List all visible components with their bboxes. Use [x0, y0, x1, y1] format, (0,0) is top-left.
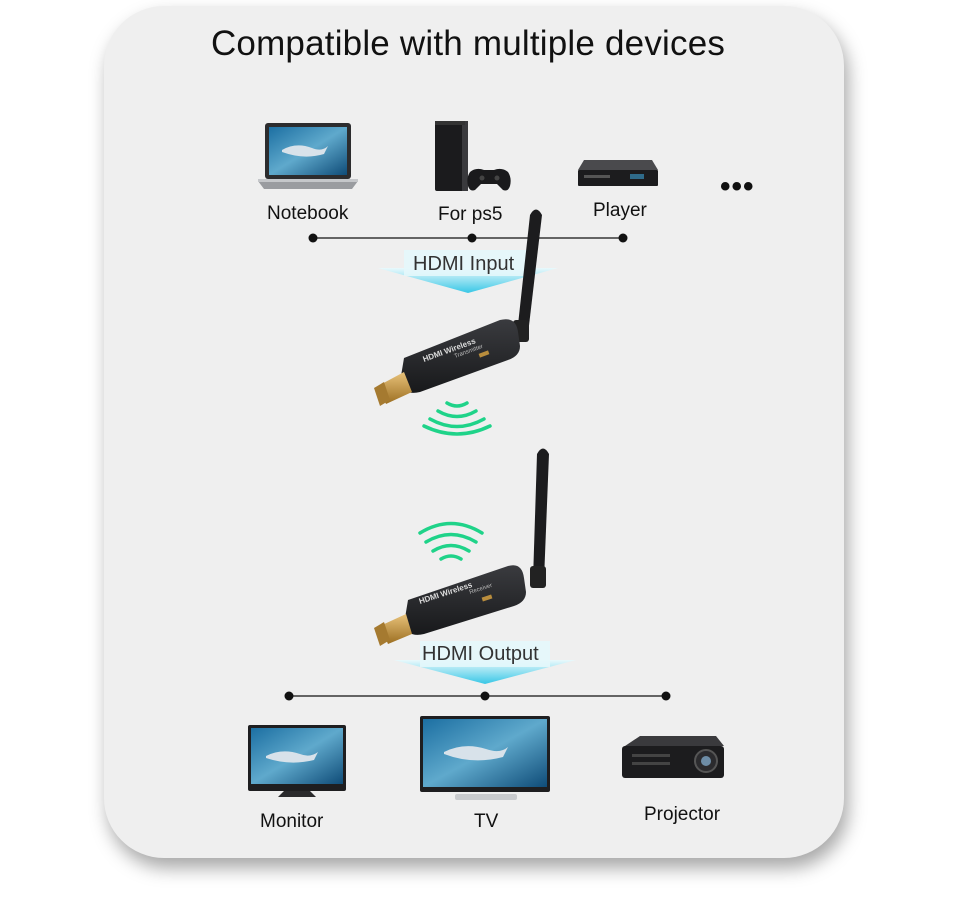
- tv-icon: [420, 716, 550, 800]
- device-label-monitor: Monitor: [260, 811, 324, 832]
- device-label-ps5: For ps5: [438, 204, 503, 225]
- hdmi-input-label: HDMI Input: [413, 253, 515, 275]
- device-label-tv: TV: [474, 811, 499, 832]
- game-console-icon: [435, 121, 511, 191]
- laptop-icon: [258, 123, 358, 189]
- device-label-projector: Projector: [644, 804, 721, 825]
- receiver-device: HDMI Wireless Receiver: [374, 565, 526, 646]
- receiver-antenna: [530, 448, 549, 588]
- hdmi-output-label: HDMI Output: [422, 643, 539, 665]
- more-devices-indicator: •••: [720, 170, 755, 203]
- device-label-notebook: Notebook: [267, 203, 349, 224]
- device-label-player: Player: [593, 200, 647, 221]
- receiver-wifi-icon: [418, 521, 484, 561]
- monitor-icon: [248, 725, 346, 797]
- page-title: Compatible with multiple devices: [210, 24, 726, 63]
- transmitter-device: HDMI Wireless Transmitter: [374, 319, 520, 406]
- output-node-monitor: [284, 691, 294, 701]
- projector-icon: [622, 736, 724, 778]
- input-node-ps5: [467, 233, 477, 243]
- transmitter-wifi-icon: [422, 401, 492, 436]
- input-node-player: [618, 233, 628, 243]
- output-node-projector: [661, 691, 671, 701]
- output-node-tv: [480, 691, 490, 701]
- input-node-notebook: [308, 233, 318, 243]
- dvd-player-icon: [578, 160, 658, 186]
